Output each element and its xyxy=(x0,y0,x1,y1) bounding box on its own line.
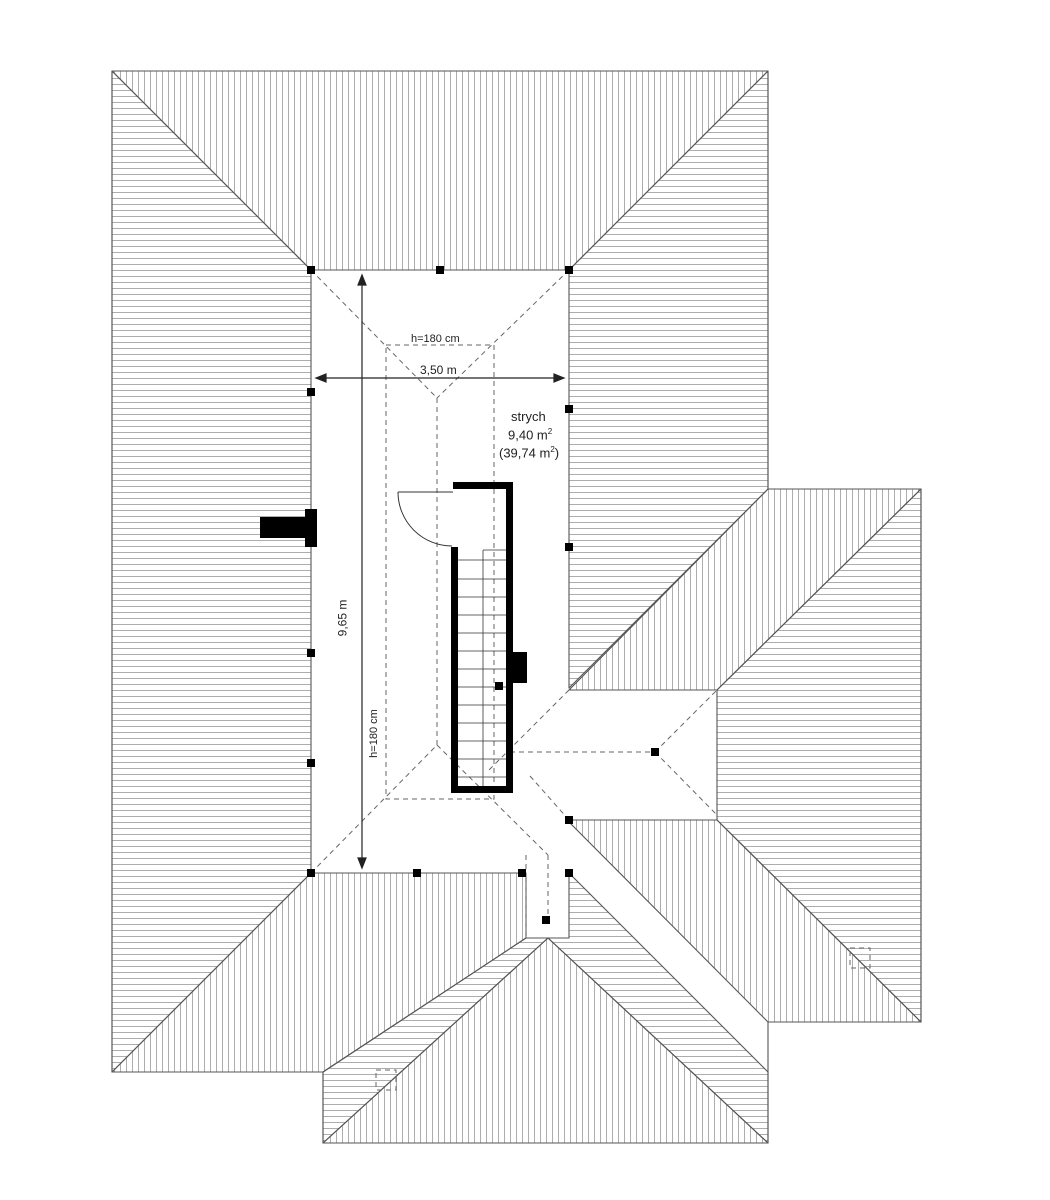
dashed-lines xyxy=(310,269,871,1091)
column-markers xyxy=(307,266,659,924)
staircase xyxy=(458,549,506,786)
room-area: 9,40 m2 xyxy=(508,427,553,443)
room-name: strych xyxy=(511,409,546,424)
vent-stack xyxy=(260,517,312,538)
height-label-top: h=180 cm xyxy=(411,333,460,345)
room-area-total-sup: 2 xyxy=(550,445,555,454)
chimney xyxy=(513,652,527,683)
dimension-lines xyxy=(314,273,566,870)
room-area-total-value: (39,74 m xyxy=(499,445,551,461)
room-area-total: (39,74 m2) xyxy=(499,445,560,461)
room-area-value: 9,40 m xyxy=(508,427,548,443)
length-dimension-label: 9,65 m xyxy=(335,599,350,637)
wall-top xyxy=(453,482,513,489)
roof-outline xyxy=(111,70,922,1144)
roof-planes xyxy=(111,70,922,1144)
height-label-side: h=180 cm xyxy=(367,709,380,758)
room-area-total-close: ) xyxy=(554,445,560,461)
wall-right xyxy=(506,482,513,793)
vent-stack-head xyxy=(305,509,317,547)
walls xyxy=(260,482,527,793)
wall-bottom xyxy=(451,786,513,793)
door-swing xyxy=(397,491,453,547)
width-dimension-label: 3,50 m xyxy=(420,363,457,377)
wall-left xyxy=(451,547,458,793)
room-area-unit-sup: 2 xyxy=(547,427,553,436)
